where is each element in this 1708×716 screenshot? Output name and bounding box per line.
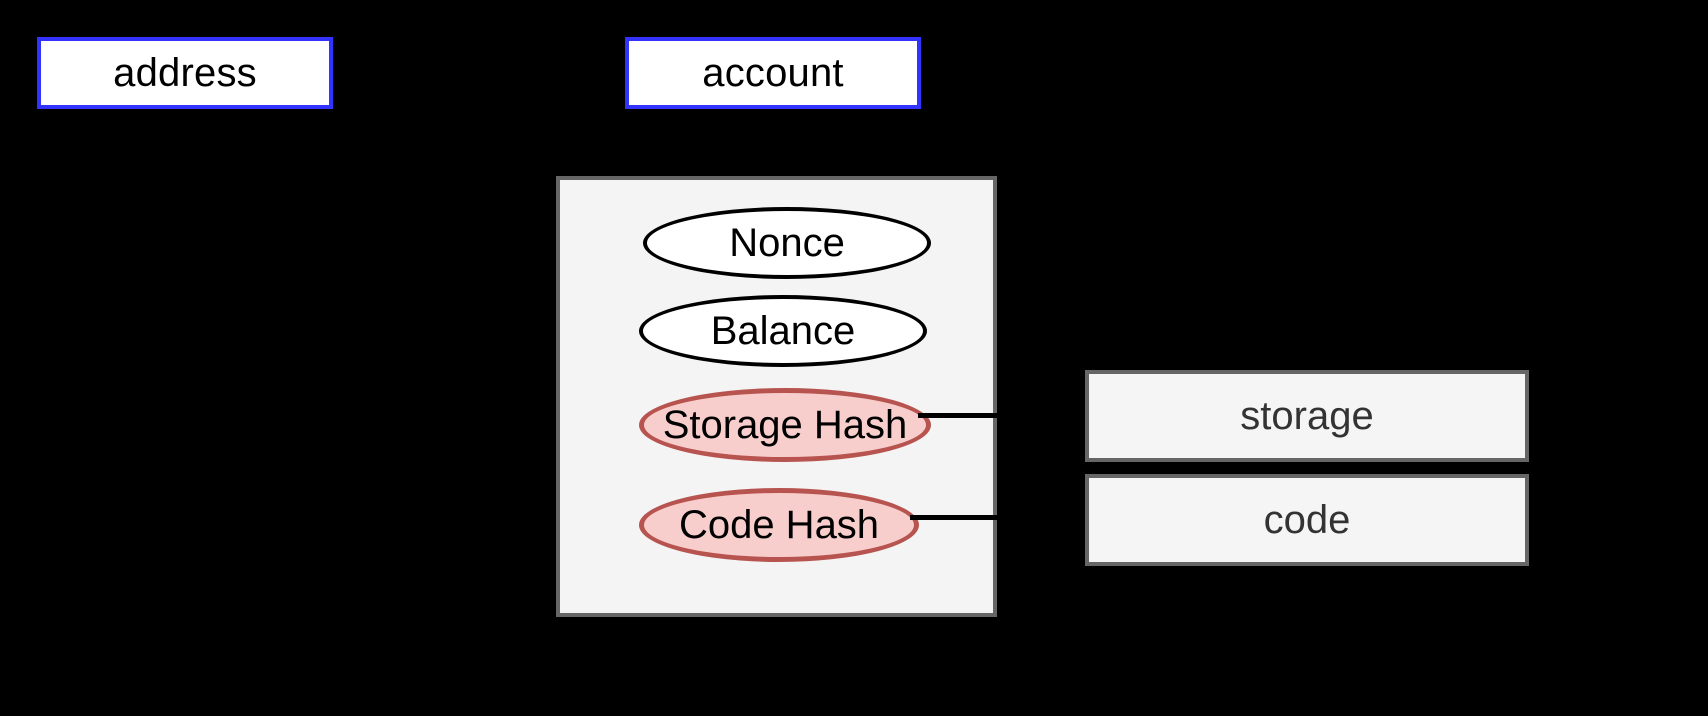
account-node-label: account — [702, 51, 844, 95]
storage-node[interactable]: storage — [1085, 370, 1529, 462]
edge-code-hash-to-code — [910, 515, 1088, 520]
address-node[interactable]: address — [37, 37, 333, 109]
storage-node-label: storage — [1240, 394, 1374, 438]
address-node-label: address — [113, 51, 257, 95]
account-node[interactable]: account — [625, 37, 921, 109]
account-field-balance-label: Balance — [710, 309, 856, 353]
account-field-balance[interactable]: Balance — [639, 295, 927, 367]
account-field-code-hash[interactable]: Code Hash — [639, 488, 919, 562]
account-fields-container: Nonce Balance Storage Hash Code Hash — [556, 176, 997, 617]
account-field-nonce[interactable]: Nonce — [643, 207, 931, 279]
account-field-storage-hash-label: Storage Hash — [662, 403, 908, 447]
edge-storage-hash-to-storage — [918, 413, 1088, 418]
code-node[interactable]: code — [1085, 474, 1529, 566]
account-field-nonce-label: Nonce — [729, 221, 845, 265]
account-field-storage-hash[interactable]: Storage Hash — [639, 388, 931, 462]
account-field-code-hash-label: Code Hash — [678, 503, 880, 547]
code-node-label: code — [1263, 498, 1351, 542]
